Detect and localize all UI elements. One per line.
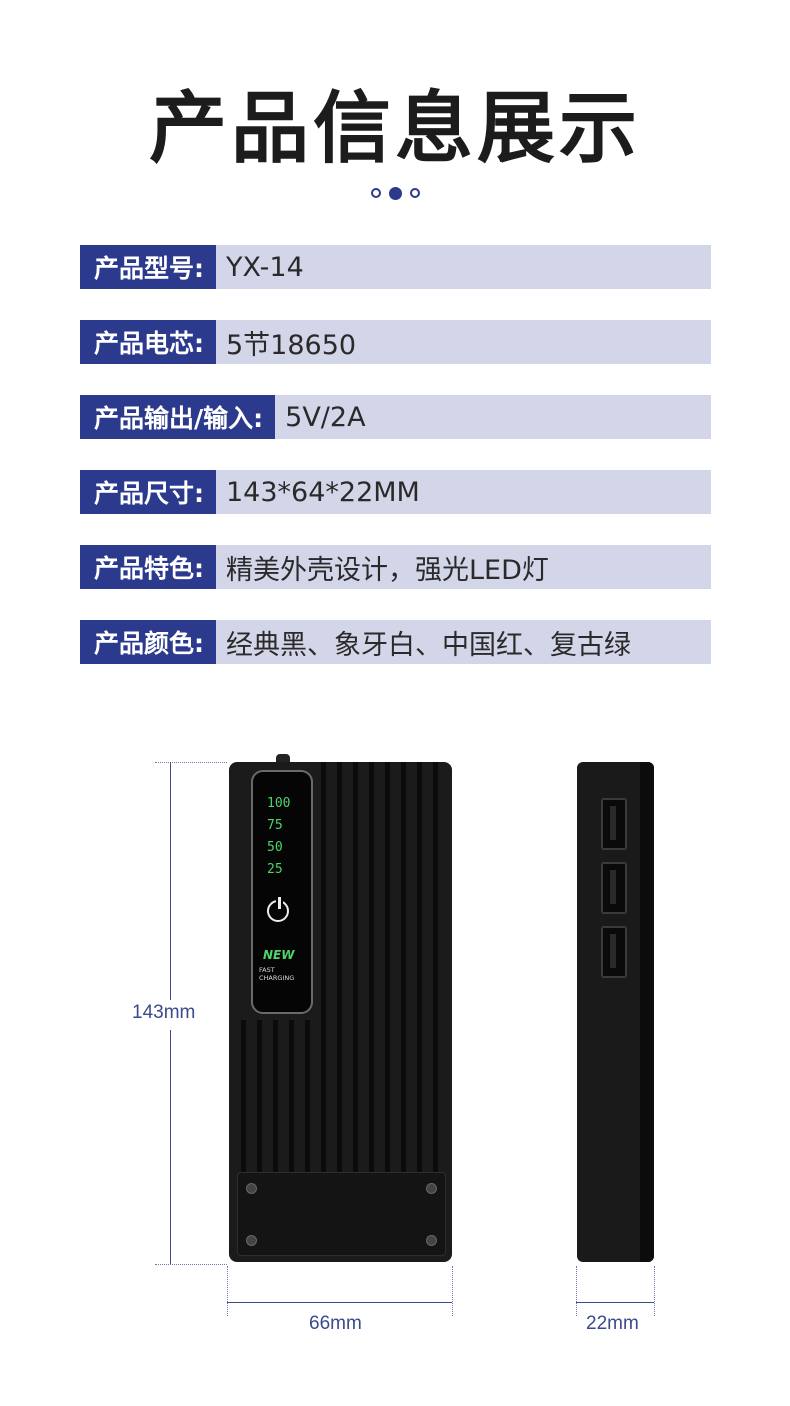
- bottom-plate: [237, 1172, 446, 1256]
- shell-ridge: [241, 1020, 246, 1172]
- spec-row-cells: 产品电芯: 5节18650: [80, 320, 711, 364]
- side-button: [276, 754, 290, 764]
- spec-value: 经典黑、象牙白、中国红、复古绿: [226, 629, 631, 661]
- pager-dot: [409, 188, 420, 198]
- depth-dimension-line: [576, 1302, 654, 1303]
- new-badge: NEW: [263, 948, 295, 962]
- spec-label: 产品输出/输入:: [80, 395, 276, 439]
- shell-ridge: [337, 762, 342, 1232]
- level-75-indicator: 75: [267, 818, 283, 833]
- spec-label: 产品颜色:: [80, 620, 216, 664]
- screw-icon: [426, 1183, 437, 1194]
- fast-charging-caption: FAST CHARGING: [259, 966, 295, 982]
- shell-ridge: [401, 762, 406, 1232]
- level-25-indicator: 25: [267, 862, 283, 877]
- pager-dot-active: [388, 187, 402, 200]
- screw-icon: [426, 1235, 437, 1246]
- pager-dots: [0, 187, 790, 200]
- shell-ridge: [417, 762, 422, 1232]
- shell-ridge: [353, 762, 358, 1232]
- dimension-guide: [654, 1266, 655, 1316]
- spec-value: 5V/2A: [285, 401, 366, 433]
- spec-row-output: 产品输出/输入: 5V/2A: [80, 395, 711, 439]
- dimension-guide: [576, 1266, 577, 1316]
- screw-icon: [246, 1235, 257, 1246]
- height-dimension-line: [170, 1030, 171, 1264]
- shell-ridge: [273, 1020, 278, 1172]
- height-dimension-line: [170, 762, 171, 1000]
- spec-label: 产品尺寸:: [80, 470, 216, 514]
- shell-ridge: [257, 1020, 262, 1172]
- usb-port-icon: [601, 798, 627, 850]
- spec-value: 5节18650: [226, 329, 357, 361]
- dimension-guide: [452, 1266, 453, 1316]
- spec-label: 产品电芯:: [80, 320, 216, 364]
- spec-row-features: 产品特色: 精美外壳设计，强光LED灯: [80, 545, 711, 589]
- shell-ridge: [289, 1020, 294, 1172]
- width-dimension-label: 66mm: [309, 1313, 362, 1334]
- depth-dimension-label: 22mm: [586, 1313, 639, 1334]
- usb-port-icon: [601, 862, 627, 914]
- spec-row-model: 产品型号: YX-14: [80, 245, 711, 289]
- spec-label: 产品特色:: [80, 545, 216, 589]
- screw-icon: [246, 1183, 257, 1194]
- power-bank-front-image: 100 75 50 25 NEW FAST CHARGING: [229, 762, 452, 1262]
- usb-port-icon: [601, 926, 627, 978]
- shell-ridge: [305, 1020, 310, 1172]
- shell-ridge: [321, 762, 326, 1232]
- shell-ridge: [433, 762, 438, 1232]
- side-edge: [640, 762, 654, 1262]
- dimension-guide: [227, 1266, 228, 1316]
- page-title: 产品信息展示: [148, 84, 641, 174]
- spec-row-size: 产品尺寸: 143*64*22MM: [80, 470, 711, 514]
- pager-dot: [370, 188, 381, 198]
- spec-value: 精美外壳设计，强光LED灯: [226, 554, 549, 586]
- level-50-indicator: 50: [267, 840, 283, 855]
- shell-ridge: [385, 762, 390, 1232]
- spec-row-colors: 产品颜色: 经典黑、象牙白、中国红、复古绿: [80, 620, 711, 664]
- dimension-guide: [155, 762, 227, 763]
- width-dimension-line: [227, 1302, 452, 1303]
- dimension-guide: [155, 1264, 227, 1265]
- level-100-indicator: 100: [267, 796, 291, 811]
- power-icon: [267, 897, 289, 922]
- power-bank-side-image: [577, 762, 654, 1262]
- led-display-panel: 100 75 50 25 NEW FAST CHARGING: [251, 770, 313, 1014]
- height-dimension-label: 143mm: [132, 1002, 196, 1023]
- spec-value: 143*64*22MM: [226, 476, 420, 508]
- spec-value: YX-14: [226, 251, 304, 283]
- shell-ridge: [369, 762, 374, 1232]
- spec-label: 产品型号:: [80, 245, 216, 289]
